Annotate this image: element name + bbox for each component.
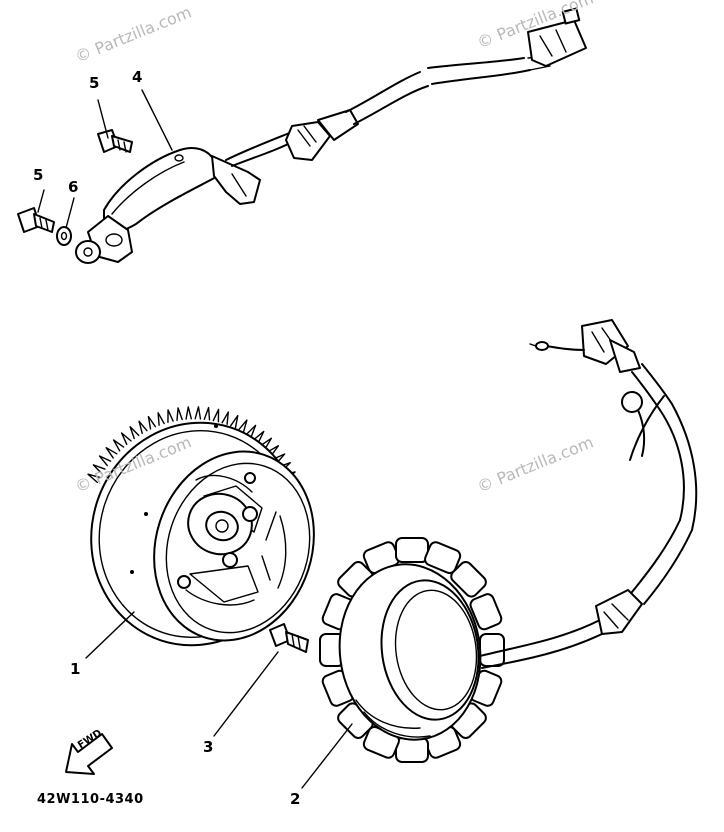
screw-lower	[17, 207, 55, 233]
gear-tooth	[87, 473, 101, 484]
gear-tooth	[266, 445, 280, 457]
callout-stator-bolt: 3	[203, 738, 214, 756]
gear-tooth	[253, 430, 265, 444]
gear-tooth	[112, 439, 125, 452]
stator-pole	[450, 560, 487, 598]
gear-tooth	[212, 408, 220, 423]
stator-bolt	[269, 623, 309, 653]
leader-lines	[37, 89, 353, 789]
part-code: 42W110-4340	[37, 792, 144, 807]
gear-tooth	[105, 446, 118, 459]
pickup-coil-assembly	[75, 7, 587, 264]
gear-tooth	[229, 414, 239, 429]
stator-pole	[424, 541, 462, 574]
gear-tooth	[176, 407, 183, 422]
gear-tooth	[129, 426, 140, 440]
gear-tooth	[120, 432, 132, 446]
stator-pole	[469, 593, 503, 631]
callout-rotor: 1	[70, 660, 81, 678]
gear-tooth	[157, 412, 165, 426]
callout-pickup-coil: 4	[132, 68, 143, 86]
forward-arrow-icon	[65, 733, 113, 775]
gear-tooth	[260, 437, 273, 450]
gear-tooth	[194, 406, 202, 420]
stator-pole	[479, 633, 505, 667]
screw-upper	[97, 129, 133, 153]
gear-tooth	[167, 409, 174, 424]
gear-tooth	[203, 406, 211, 421]
stator-pole	[395, 537, 429, 563]
gear-tooth	[138, 420, 148, 435]
gear-tooth	[92, 464, 106, 475]
callout-screw-upper: 5	[89, 74, 100, 92]
callout-screw-lower: 5	[33, 166, 44, 184]
gear-tooth	[185, 406, 193, 420]
stator	[319, 319, 698, 763]
gear-tooth	[272, 453, 286, 465]
callout-washer: 6	[68, 178, 79, 196]
washer	[56, 226, 72, 246]
flywheel-rotor	[87, 406, 315, 647]
gear-tooth	[147, 415, 157, 430]
stator-pole	[395, 737, 429, 763]
gear-tooth	[246, 424, 257, 438]
callout-stator: 2	[290, 790, 301, 808]
gear-tooth	[238, 419, 248, 433]
gear-tooth	[98, 455, 112, 467]
gear-tooth	[221, 411, 230, 426]
